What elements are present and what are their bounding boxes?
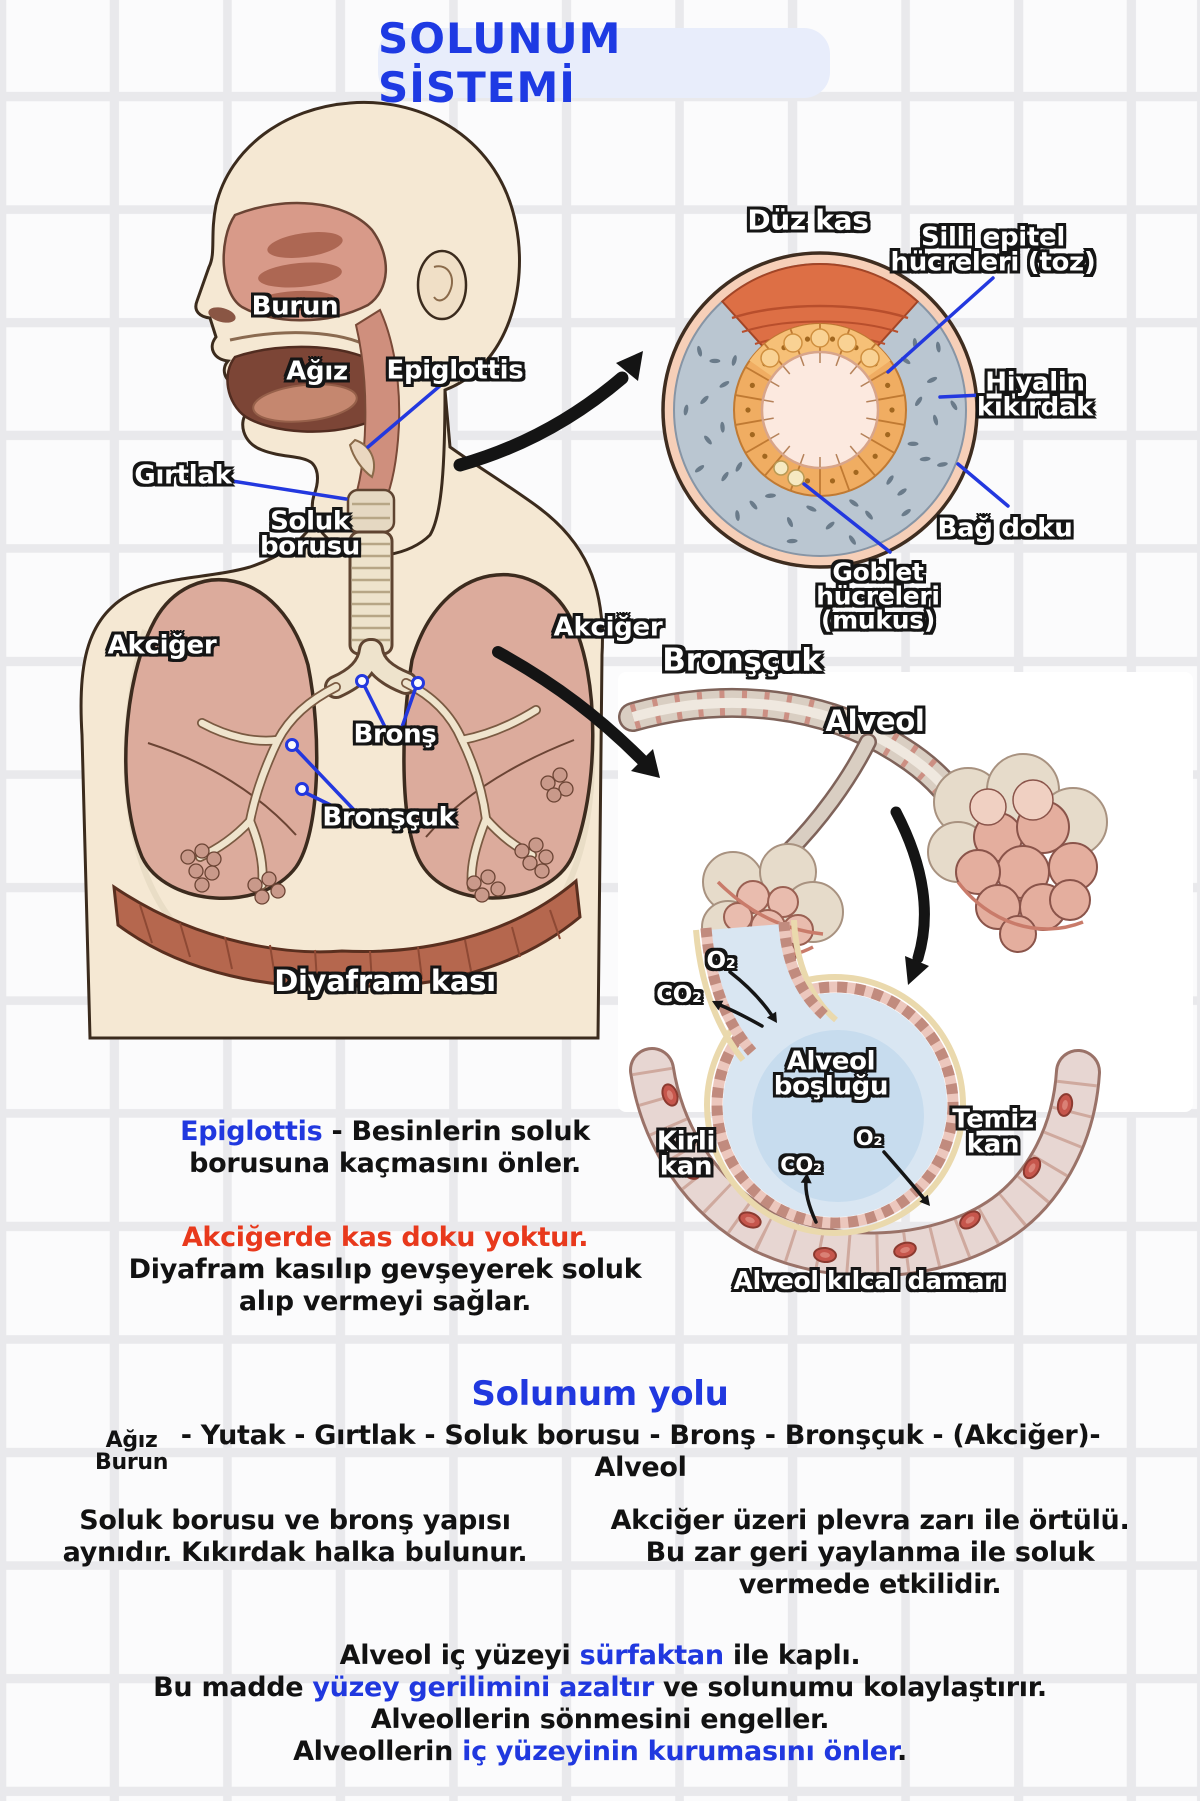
pathway-start: Ağız Burun (95, 1427, 169, 1475)
gas-flow-arrows (718, 970, 927, 1224)
label-alveol-kilcal-damari: Alveol kılcal damarı (733, 1266, 1005, 1296)
label-kirli-kan: Kirli kan (656, 1126, 716, 1181)
label-goblet-hucreleri: Goblet hücreleri (mukus) (816, 557, 940, 634)
gas-exchange-illustration (629, 920, 1101, 1278)
label-hiyalin-kikirdak: Hiyalin kıkırdak (976, 367, 1094, 422)
label-co2-out: CO₂ (656, 982, 702, 1009)
label-bag-doku: Bağ doku (937, 513, 1073, 544)
label-duz-kas: Düz kas (747, 203, 869, 237)
label-alveol-boslugu: Alveol boşluğu (773, 1046, 889, 1101)
bronchiole-alveoli-illustration (618, 687, 1108, 972)
note-surfactant: Alveol iç yüzeyi sürfaktan ile kaplı. Bu… (153, 1640, 1047, 1767)
body-anatomy-illustration (79, 100, 604, 1040)
label-akciger-right: Akciğer (553, 612, 663, 643)
note-lung-muscle: Akciğerde kas doku yoktur. Diyafram kası… (95, 1222, 675, 1318)
note-epiglottis-term: Epiglottis (180, 1116, 323, 1147)
label-silli-epitel: Silli epitel hücreleri (toz) (890, 222, 1096, 277)
label-bronscuk-heading: Bronşçuk (662, 642, 822, 679)
note-epiglottis: Epiglottis - Besinlerin soluk borusuna k… (180, 1116, 590, 1179)
pathway-chain: - Yutak - Gırtlak - Soluk borusu - Bronş… (180, 1420, 1101, 1483)
note-trachea-bronchus: Soluk borusu ve bronş yapısı aynıdır. Kı… (62, 1505, 528, 1568)
label-bronscuk: Bronşçuk (322, 802, 456, 833)
label-diyafram-kasi: Diyafram kası (274, 964, 496, 999)
page-title: SOLUNUM SİSTEMİ (378, 14, 622, 112)
label-girtlak: Gırtlak (134, 460, 232, 491)
label-burun: Burun (251, 291, 339, 322)
label-alveol: Alveol (825, 704, 925, 739)
label-epiglottis: Epiglottis (386, 355, 524, 386)
bronchus-cross-section (661, 251, 1010, 569)
label-brons: Bronş (353, 719, 437, 750)
title-bubble: SOLUNUM SİSTEMİ (378, 14, 830, 112)
note-lung-muscle-red: Akciğerde kas doku yoktur. (181, 1222, 589, 1253)
label-o2-in: O₂ (706, 948, 736, 975)
cross-section-leader-lines (802, 276, 1010, 554)
respiratory-pathway: Ağız Burun - Yutak - Gırtlak - Soluk bor… (95, 1420, 1105, 1484)
red-blood-cells (661, 1083, 1074, 1264)
label-co2-bottom: CO₂ (780, 1153, 822, 1178)
heading-solunum-yolu: Solunum yolu (471, 1374, 729, 1414)
leader-lines (230, 377, 450, 819)
label-akciger-left: Akciğer (107, 630, 217, 661)
label-agiz: Ağız (286, 356, 348, 387)
note-pleura: Akciğer üzeri plevra zarı ile örtülü. Bu… (610, 1505, 1130, 1600)
label-soluk-borusu: Soluk borusu (260, 506, 360, 561)
label-temiz-kan: Temiz kan (952, 1104, 1034, 1159)
label-o2-bottom: O₂ (855, 1126, 883, 1151)
